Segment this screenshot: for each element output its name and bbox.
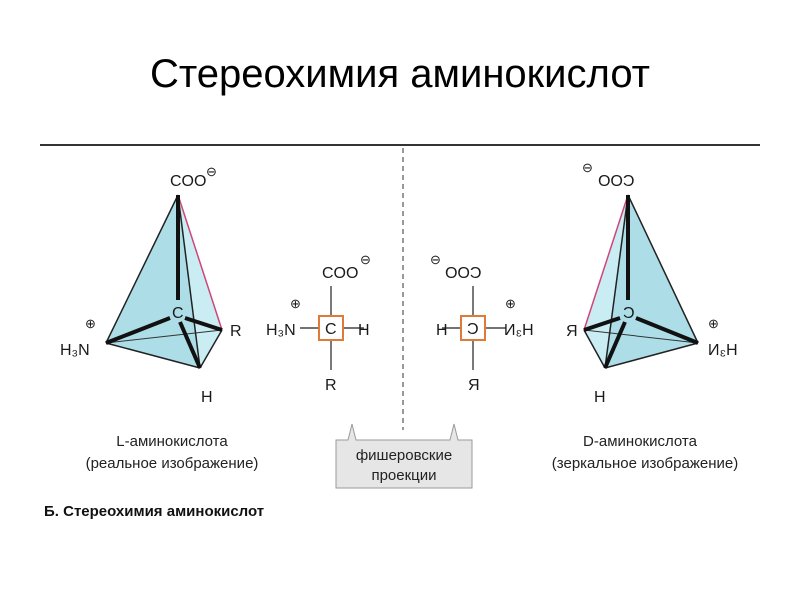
l-caption-line1: L-аминокислота <box>116 433 228 450</box>
fischer-left-bottom: R <box>325 377 337 394</box>
l-center-carbon: C <box>172 305 184 322</box>
fischer-right-top: COO <box>445 265 481 282</box>
d-caption-line1: D-аминокислота <box>583 433 698 450</box>
l-left-group: H₃N <box>60 342 90 359</box>
projections-label-line2: проекции <box>371 467 436 484</box>
l-right-group: R <box>230 323 242 340</box>
fischer-left-right: H <box>358 322 370 339</box>
d-right-charge: ⊕ <box>708 316 719 331</box>
fischer-left-top-charge: ⊖ <box>360 252 371 267</box>
fischer-right-bottom: R <box>468 377 480 394</box>
d-caption-line2: (зеркальное изображение) <box>552 455 738 472</box>
fischer-right-right: H₃N <box>504 322 534 339</box>
l-left-charge: ⊕ <box>85 316 96 331</box>
fischer-left-left-charge: ⊕ <box>290 296 301 311</box>
d-tetrahedron <box>583 194 699 369</box>
l-bottom-group: H <box>201 389 213 406</box>
d-right-group: H₃N <box>708 342 738 359</box>
l-tetrahedron <box>105 194 223 369</box>
slide-title: Стереохимия аминокислот <box>150 52 650 96</box>
l-caption-line2: (реальное изображение) <box>86 455 259 472</box>
d-bottom-group: H <box>594 389 606 406</box>
fischer-right-right-charge: ⊕ <box>505 296 516 311</box>
d-top-group: COO <box>598 173 634 190</box>
fischer-projection-right <box>442 286 506 370</box>
fischer-left-center: C <box>325 321 337 338</box>
projections-label-line1: фишеровские <box>356 447 452 464</box>
fischer-left-left: H₃N <box>266 322 296 339</box>
fischer-right-center: C <box>467 321 479 338</box>
fischer-right-top-charge: ⊖ <box>430 252 441 267</box>
d-top-charge: ⊖ <box>582 160 593 175</box>
fischer-right-left: H <box>436 322 448 339</box>
d-left-group: R <box>566 323 578 340</box>
l-top-group: COO <box>170 173 206 190</box>
d-center-carbon: C <box>623 305 635 322</box>
fischer-left-top: COO <box>322 265 358 282</box>
figure-caption: Б. Стереохимия аминокислот <box>44 503 264 520</box>
projections-callout <box>335 423 473 489</box>
l-top-charge: ⊖ <box>206 164 217 179</box>
fischer-projection-left <box>300 286 364 370</box>
